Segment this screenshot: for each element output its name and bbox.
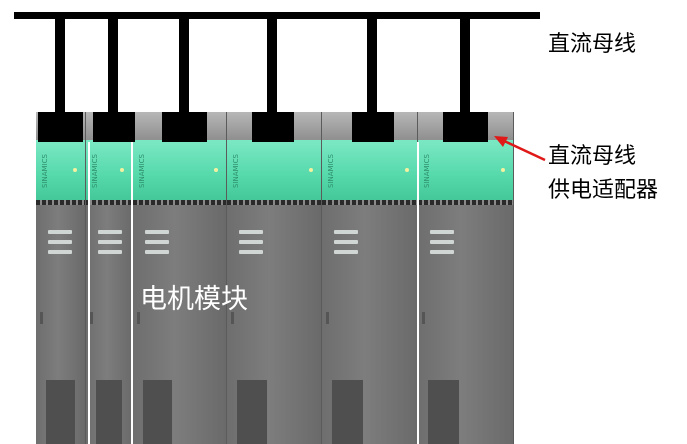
- indicator-bar: [430, 230, 454, 234]
- indicator-bar: [48, 250, 72, 254]
- indicator-bar: [334, 240, 358, 244]
- indicator-bar: [430, 250, 454, 254]
- indicator-bar: [48, 230, 72, 234]
- indicator-bar: [145, 240, 169, 244]
- status-led: [405, 168, 409, 172]
- dc-bus-bar: [14, 12, 540, 19]
- indicator-bar: [239, 240, 263, 244]
- module-vent: [227, 200, 321, 205]
- indicator-bar: [48, 240, 72, 244]
- motor-module-6: SINAMICS: [418, 112, 514, 444]
- module-front-panel: [133, 140, 226, 200]
- indicator-bar: [98, 240, 122, 244]
- motor-module-3: SINAMICS: [133, 112, 227, 444]
- module-vent: [418, 200, 513, 205]
- bus-drop-5: [367, 12, 377, 112]
- indicator-bar: [239, 250, 263, 254]
- module-vent: [36, 200, 85, 205]
- bus-drop-2: [108, 12, 118, 112]
- status-led: [214, 168, 218, 172]
- module-bottom-terminal: [332, 380, 363, 444]
- module-front-panel: [322, 140, 417, 200]
- module-clip: [90, 312, 93, 324]
- dc-bus-adapter-3: [162, 112, 207, 142]
- module-clip: [137, 312, 140, 324]
- dc-bus-adapter-label-line2: 供电适配器: [548, 178, 659, 203]
- module-clip: [231, 312, 234, 324]
- module-front-panel: [418, 140, 513, 200]
- bus-drop-3: [179, 12, 189, 112]
- indicator-bar: [98, 230, 122, 234]
- module-front-panel: [227, 140, 321, 200]
- bus-drop-1: [55, 12, 65, 112]
- module-vent: [133, 200, 226, 205]
- module-clip: [40, 312, 43, 324]
- indicator-bar: [239, 230, 263, 234]
- module-separator-line: [131, 142, 133, 444]
- module-clip: [422, 312, 425, 324]
- module-bottom-terminal: [96, 380, 122, 444]
- module-separator-line: [417, 142, 419, 444]
- module-bottom-terminal: [143, 380, 172, 444]
- module-vent: [322, 200, 417, 205]
- indicator-bar: [145, 230, 169, 234]
- motor-module-5: SINAMICS: [322, 112, 418, 444]
- indicator-bar: [145, 250, 169, 254]
- status-led: [309, 168, 313, 172]
- indicator-bar: [430, 240, 454, 244]
- status-led: [501, 168, 505, 172]
- status-led: [120, 168, 124, 172]
- bus-drop-4: [267, 12, 277, 112]
- dc-bus-adapter-1: [38, 112, 83, 142]
- motor-module-label: 电机模块: [140, 284, 248, 315]
- dc-bus-adapter-4: [252, 112, 294, 142]
- module-bottom-terminal: [237, 380, 267, 444]
- dc-bus-adapter-2: [93, 112, 135, 142]
- dc-bus-label: 直流母线: [548, 32, 637, 57]
- dc-bus-adapter-label-line1: 直流母线: [548, 144, 637, 169]
- dc-bus-adapter-5: [352, 112, 394, 142]
- bus-drop-6: [460, 12, 470, 112]
- indicator-bar: [334, 230, 358, 234]
- module-clip: [326, 312, 329, 324]
- module-separator-line: [88, 142, 90, 444]
- indicator-bar: [98, 250, 122, 254]
- indicator-bar: [334, 250, 358, 254]
- dc-bus-adapter-6: [443, 112, 488, 142]
- status-led: [73, 168, 77, 172]
- module-bottom-terminal: [428, 380, 459, 444]
- module-bottom-terminal: [46, 380, 75, 444]
- module-front-panel: [86, 140, 132, 200]
- module-vent: [86, 200, 132, 205]
- motor-module-4: SINAMICS: [227, 112, 322, 444]
